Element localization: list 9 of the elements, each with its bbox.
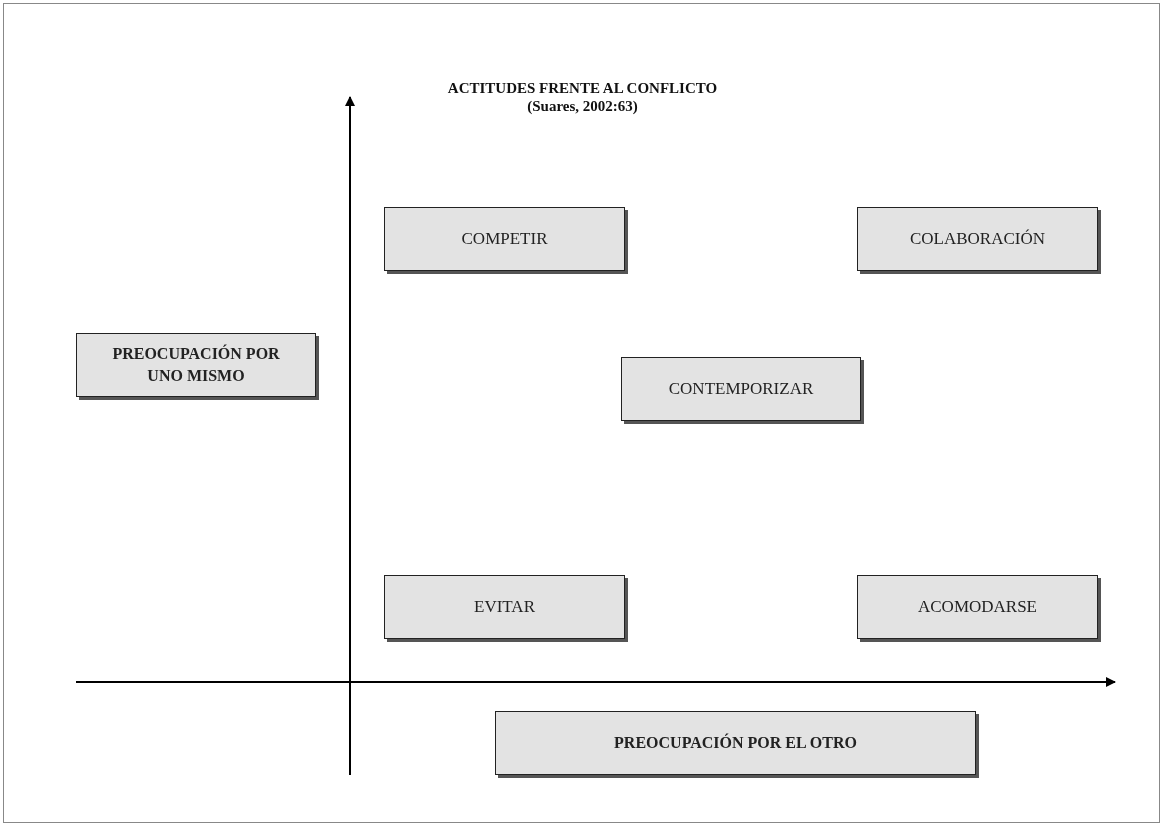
source-citation: (Suares, 2002:63) [527,98,638,114]
title: ACTITUDES FRENTE AL CONFLICTO [447,80,718,96]
attitude-box: CONTEMPORIZAR [621,357,861,421]
attitude-box: ACOMODARSE [857,575,1098,639]
attitude-box: COMPETIR [384,207,625,271]
axis-label-box: PREOCUPACIÓN POR EL OTRO [495,711,976,775]
attitude-box: COLABORACIÓN [857,207,1098,271]
attitude-box: EVITAR [384,575,625,639]
axis-label-box: PREOCUPACIÓN POR UNO MISMO [76,333,316,397]
